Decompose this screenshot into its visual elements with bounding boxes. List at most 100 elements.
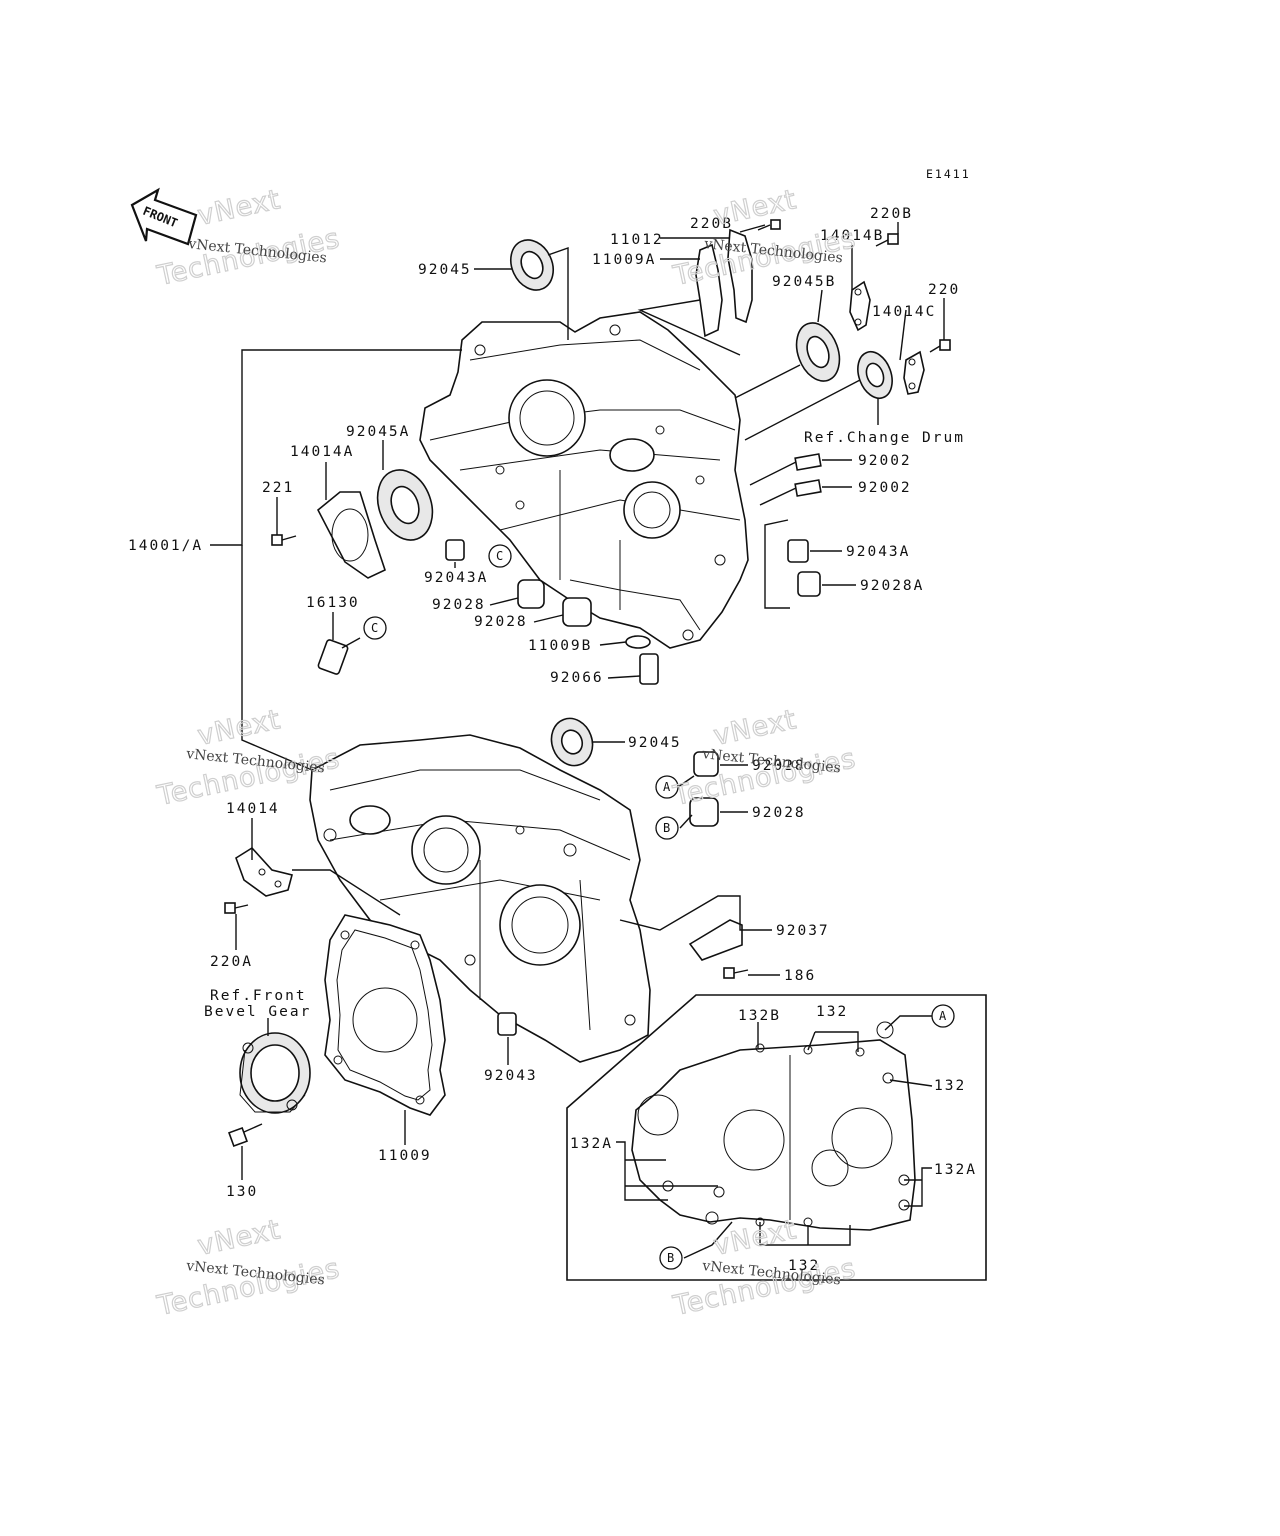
dowel-92028-c [693,751,719,777]
upper-crankcase-half [419,311,749,649]
plate-11009a [695,243,723,338]
bolt-220b-top [757,219,781,231]
plug-92066 [639,653,659,685]
gasket-11009 [324,914,446,1116]
label-92066: 92066 [550,670,604,686]
label-220b-a: 220B [690,216,733,232]
plate-11012 [727,228,753,324]
callout-a-dowel: A [655,775,679,799]
callout-c-upper: C [488,544,512,568]
svg-text:vNext: vNext [711,1214,800,1262]
sensor-16130 [317,637,361,675]
stud-92002-b [794,479,822,497]
bolt-221 [271,534,297,546]
label-92028-a: 92028 [432,597,486,613]
svg-text:vNext: vNext [195,1214,284,1262]
bearing-92045b [795,322,841,382]
label-92045-top: 92045 [418,262,472,278]
label-186: 186 [784,968,816,984]
label-132a-right: 132A [934,1162,977,1178]
bolt-130 [228,1123,263,1147]
dowel-92043 [497,1012,517,1036]
diagram-code: E1411 [926,167,971,181]
dowel-92028-d [689,797,719,827]
dowel-92028a [797,571,821,597]
callouts: C C A B A B [363,544,955,1270]
label-ref-change-drum: Ref.Change Drum [804,430,965,446]
dowel-92043a-right [787,539,809,563]
front-arrow-icon: FRONT [130,187,198,246]
label-92043a-left: 92043A [424,570,488,586]
label-92043a-right: 92043A [846,544,910,560]
label-11009b: 11009B [528,638,592,654]
bracket-92037 [688,919,743,961]
callout-c-lower: C [363,616,387,640]
dowel-92028-b [562,597,592,627]
label-132-right: 132 [934,1078,966,1094]
label-92045b: 92045B [772,274,836,290]
callout-b-inset: B [659,1246,683,1270]
label-92045a: 92045A [346,424,410,440]
bolt-186 [723,967,749,979]
svg-text:C: C [496,549,503,563]
label-132-bottom: 132 [788,1258,820,1274]
callout-a-inset: A [931,1004,955,1028]
label-92002-a: 92002 [858,453,912,469]
bearing-92045a [376,469,434,541]
bevel-gear-housing [239,1032,311,1114]
bearing-92045-mid [550,717,594,767]
bearing-92045-top [510,239,554,291]
label-11009: 11009 [378,1148,432,1164]
label-14014a: 14014A [290,444,354,460]
label-92043: 92043 [484,1068,538,1084]
label-220b-b: 220B [870,206,913,222]
dowel-92043a-left [445,539,465,561]
label-92028-b: 92028 [474,614,528,630]
label-14014b: 14014B [820,228,884,244]
svg-text:vNext: vNext [195,704,284,752]
svg-text:A: A [939,1009,947,1023]
retainer-14014 [235,846,293,897]
svg-text:B: B [663,821,670,835]
label-220a: 220A [210,954,253,970]
label-14014c: 14014C [872,304,936,320]
callout-b-dowel: B [655,816,679,840]
label-132b: 132B [738,1008,781,1024]
label-ref-front-2: Bevel Gear [204,1004,311,1020]
label-221: 221 [262,480,294,496]
bolt-220 [929,339,951,353]
dowel-92028-a [517,579,545,609]
bolt-220b [875,233,899,247]
label-92037: 92037 [776,923,830,939]
label-220: 220 [928,282,960,298]
svg-text:C: C [371,621,378,635]
label-132a-left: 132A [570,1136,613,1152]
label-92028-d: 92028 [752,805,806,821]
svg-text:A: A [663,780,671,794]
bolt-pattern-inset [566,994,987,1281]
retainer-14014a [316,491,386,579]
label-92028a: 92028A [860,578,924,594]
label-ref-front-1: Ref.Front [210,988,307,1004]
label-16130: 16130 [306,595,360,611]
label-92028-c: 92028 [752,758,806,774]
label-92002-b: 92002 [858,480,912,496]
watermark-6: vNext Technologies vNext Technologies [669,1213,859,1322]
label-14001a: 14001/A [128,538,203,554]
label-92045-mid: 92045 [628,735,682,751]
label-130: 130 [226,1184,258,1200]
stud-92002-a [794,453,822,471]
label-132-top: 132 [816,1004,848,1020]
bearing-change-drum [857,350,893,400]
label-14014: 14014 [226,801,280,817]
label-11009a: 11009A [592,252,656,268]
svg-text:vNext: vNext [195,184,284,232]
label-11012: 11012 [610,232,664,248]
part-labels: 92045 220B 11012 11009A 220B 14014B 220 … [128,206,977,1274]
plate-14014b [849,280,871,332]
svg-text:B: B [667,1251,674,1265]
watermark-5: vNext Technologies vNext Technologies [153,1213,343,1322]
svg-text:vNext: vNext [711,184,800,232]
svg-text:vNext: vNext [711,704,800,752]
